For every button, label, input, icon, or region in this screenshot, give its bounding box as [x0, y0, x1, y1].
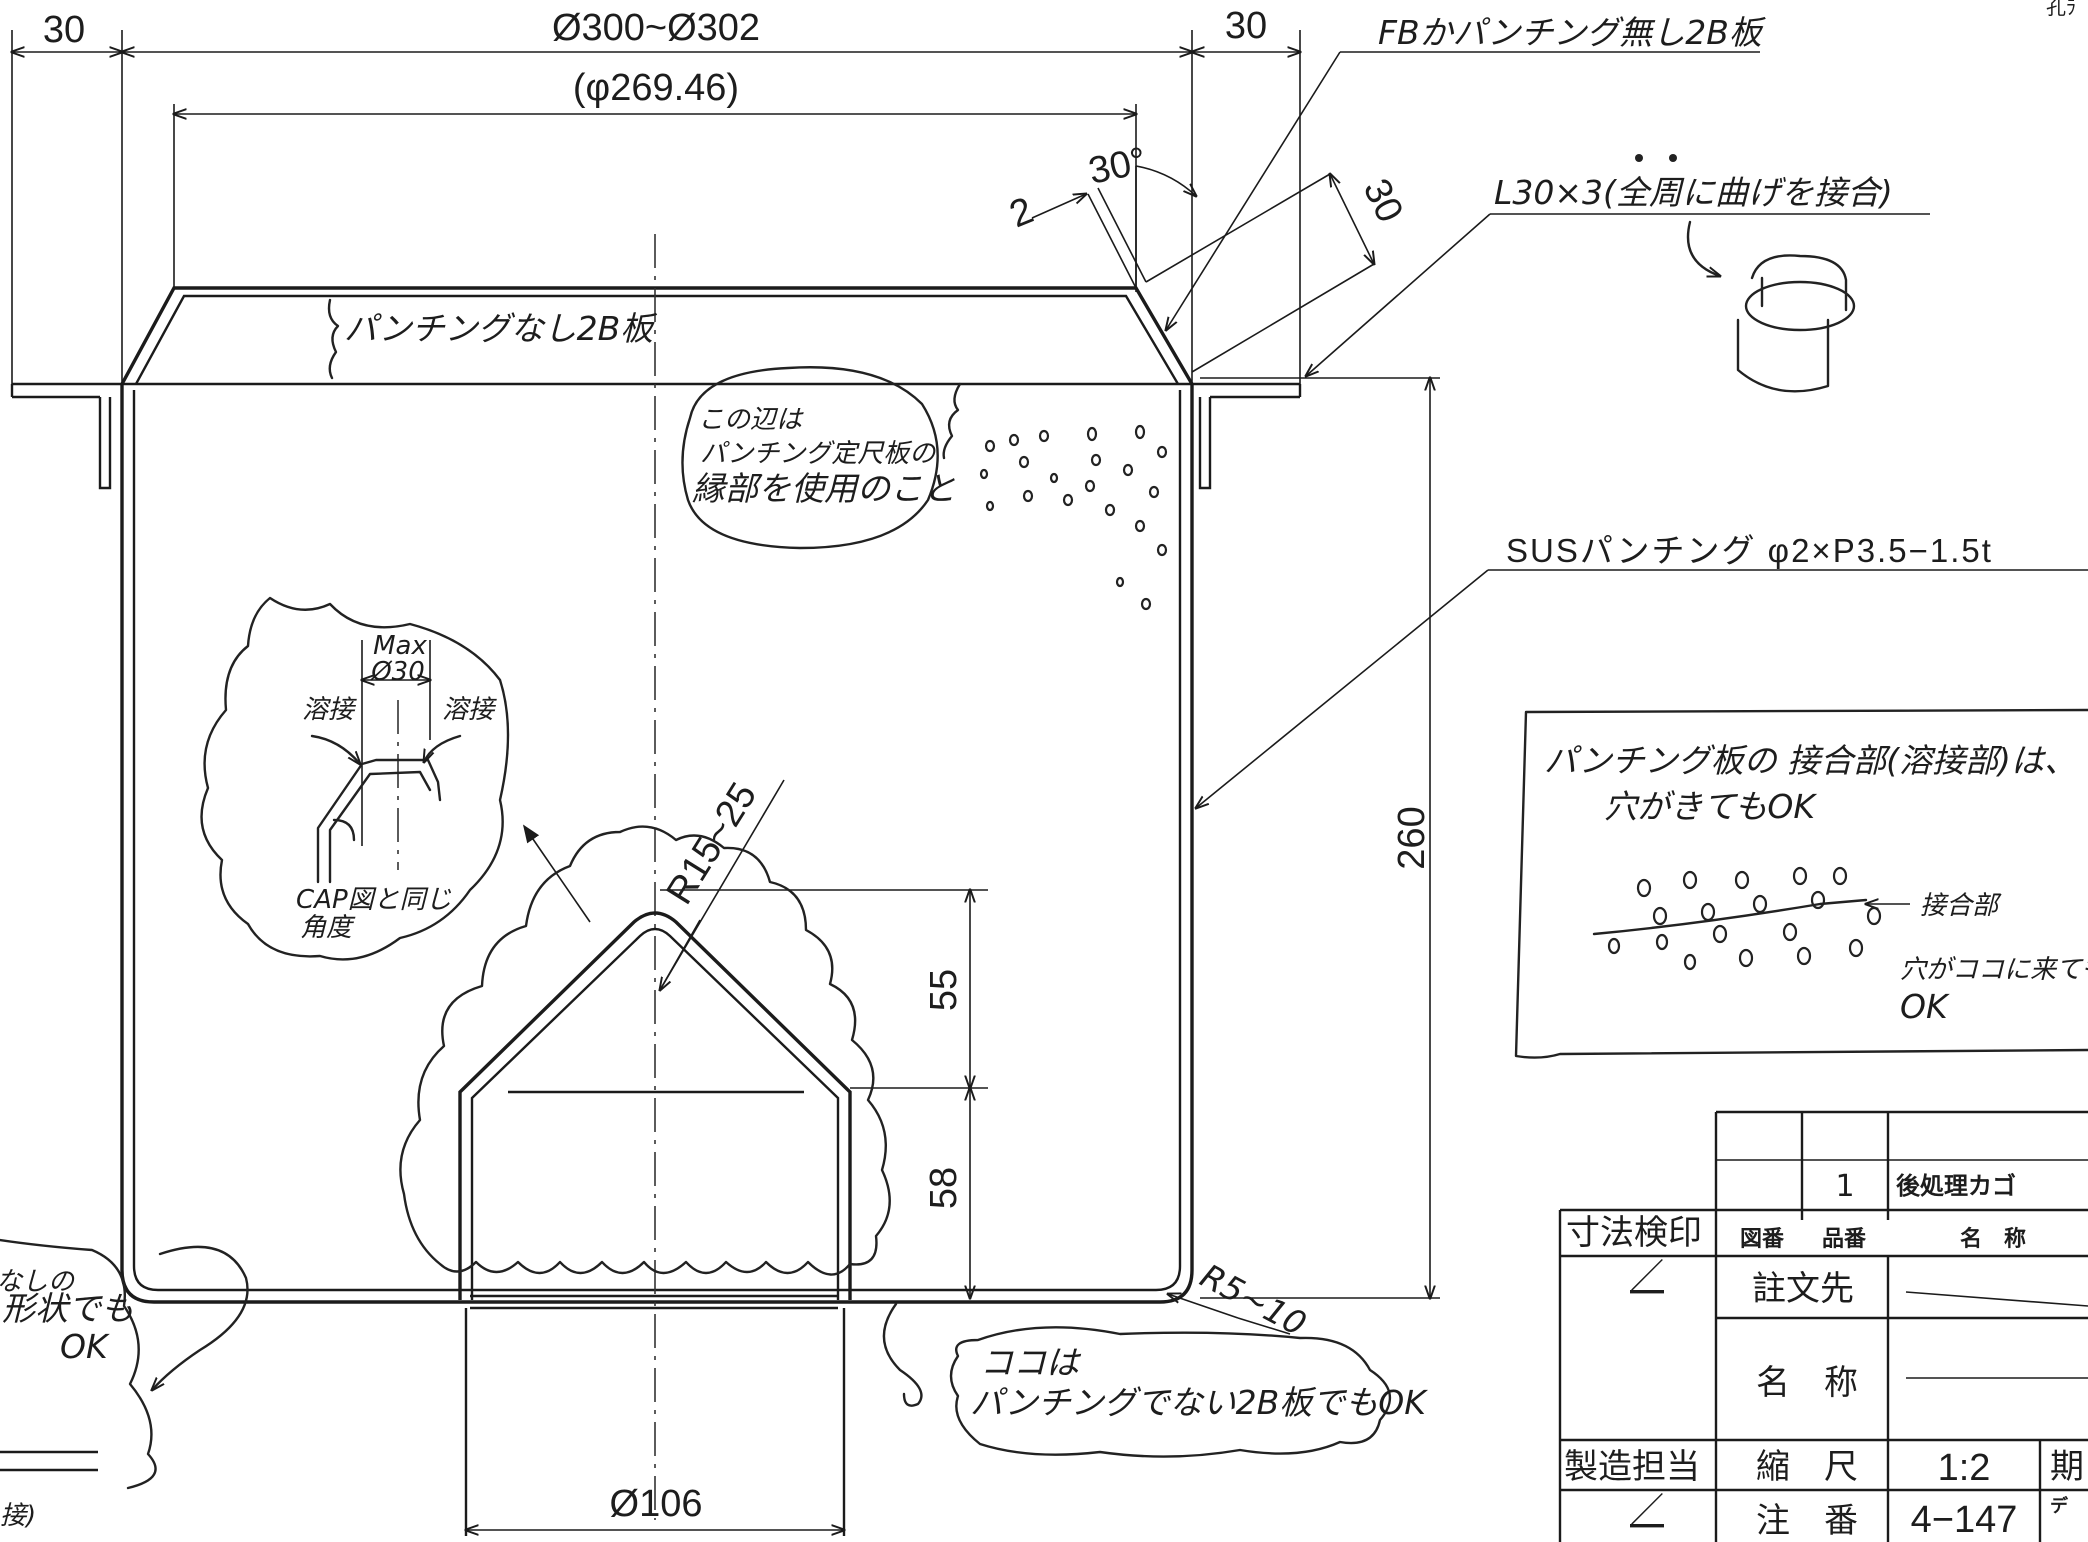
dim-flange-right: 30	[1225, 5, 1267, 47]
box-hole-line-1: 穴がココに来ても	[1900, 955, 2088, 985]
dim-bottom-diameter: Ø106	[610, 1483, 703, 1525]
edge-note-line-3: 縁部を使用のこと	[692, 469, 956, 508]
dim-cone-radius: R15~25	[658, 776, 765, 912]
corner-text: 孔ﾗ	[2046, 0, 2076, 19]
box-line-1: パンチング板の 接合部(溶接部)は、	[1544, 741, 2077, 780]
tb-maker-hdr: 製造担当	[1564, 1447, 1700, 1487]
tb-name-hdr: 名 称	[1960, 1226, 2026, 1252]
cap-sketch	[1736, 254, 1856, 393]
cap-note-line-2: 角度	[300, 913, 356, 943]
tb-period-hdr: 期	[2050, 1447, 2084, 1487]
basket-outline	[10, 286, 1302, 1310]
tb-order-hdr: 注 番	[1756, 1501, 1858, 1541]
inner-cone	[458, 911, 852, 1300]
sus-note: SUSパンチング φ2×P3.5−1.5t	[1196, 532, 2088, 808]
dim-corner-radius: R5~10	[1194, 1256, 1313, 1344]
dim-cone-lower: 58	[923, 1167, 965, 1209]
flat-plate-text: パンチングなし2B板	[344, 309, 657, 348]
l30-note: L30×3(全周に曲げを接合)	[1306, 154, 1930, 393]
fb-note: FBかパンチング無し2B板	[1166, 13, 1766, 330]
weld-detail-max: Max	[373, 631, 427, 661]
weld-detail-dia: Ø30	[370, 657, 425, 687]
dim-angle: 30°	[1085, 140, 1150, 193]
flat-plate-note: パンチングなし2B板	[327, 298, 657, 380]
tb-part-name: 後処理カゴ	[1896, 1172, 2016, 1200]
weld-detail-bubble: Max Ø30 溶接 溶接 CAP図と同じ 角度	[200, 596, 591, 961]
sus-note-text: SUSパンチング φ2×P3.5−1.5t	[1506, 532, 1993, 569]
weld-left-label: 溶接	[302, 695, 357, 725]
box-line-2: 穴がきてもOK	[1604, 787, 1817, 826]
dim-thickness: 2	[1004, 189, 1039, 236]
left-note-line-2: 形状でも	[2, 1289, 134, 1328]
tb-scale-val: 1:2	[1938, 1447, 1991, 1489]
tb-drawing-no-hdr: 図番	[1740, 1227, 1785, 1252]
tb-name-row-hdr: 名 称	[1756, 1363, 1858, 1403]
bottom-note-line-2: パンチングでない2B板でもOK	[970, 1383, 1428, 1422]
title-block: 1 後処理カゴ 寸法検印 図番 品番 名 称 ／ 註文先 名 称 製造担当 ／ …	[1558, 1110, 2088, 1542]
left-note-line-4: 接)	[0, 1501, 36, 1531]
dim-cone-upper: 55	[923, 969, 965, 1011]
tb-dim-inspect: 寸法検印	[1566, 1213, 1702, 1253]
box-holes	[1607, 866, 1882, 971]
tb-customer-hdr: 註文先	[1752, 1269, 1854, 1309]
weld-right-label: 溶接	[442, 695, 497, 725]
tb-order-val: 4−147	[1911, 1499, 2018, 1541]
l30-note-text: L30×3(全周に曲げを接合)	[1494, 173, 1893, 212]
dim-inner-diameter: (φ269.46)	[573, 67, 739, 109]
dimension-lines	[12, 30, 1440, 1530]
weld-info-box: パンチング板の 接合部(溶接部)は、 穴がきてもOK 接合部 穴がココに来ても …	[1514, 708, 2088, 1059]
left-note-line-3: OK	[60, 1327, 110, 1366]
edge-note-line-1: この辺は	[698, 405, 804, 435]
bottom-plate-note: ココは パンチングでない2B板でもOK	[882, 1302, 1428, 1458]
dim-outer-diameter: Ø300~Ø302	[552, 7, 760, 49]
tb-qty: 1	[1835, 1169, 1854, 1204]
edge-note-bubble: この辺は パンチング定尺板の 縁部を使用のこと	[681, 366, 962, 550]
dim-height: 260	[1391, 806, 1433, 869]
tb-design-hdr: デ	[2050, 1495, 2069, 1517]
dim-flange-left: 30	[43, 9, 85, 51]
cone-cloud	[399, 825, 891, 1276]
edge-note-line-2: パンチング定尺板の	[700, 439, 937, 469]
tb-maker-mark: ／	[1630, 1491, 1664, 1531]
punching-holes	[979, 424, 1168, 611]
tb-inspect-mark: ／	[1630, 1257, 1664, 1297]
left-note-line-1: なしの	[0, 1267, 76, 1297]
bottom-leg	[464, 1308, 846, 1536]
cap-note-line-1: CAP図と同じ	[296, 885, 452, 915]
left-partial-note: なしの 形状でも OK 接)	[0, 1238, 249, 1531]
box-joint-label: 接合部	[1920, 891, 2002, 921]
dim-angle-leg: 30	[1355, 173, 1411, 229]
tb-part-no-hdr: 品番	[1822, 1227, 1867, 1252]
box-hole-line-2: OK	[1900, 987, 1950, 1026]
fb-note-text: FBかパンチング無し2B板	[1378, 13, 1766, 52]
tb-scale-hdr: 縮 尺	[1756, 1447, 1858, 1487]
bottom-note-line-1: ココは	[980, 1343, 1082, 1382]
